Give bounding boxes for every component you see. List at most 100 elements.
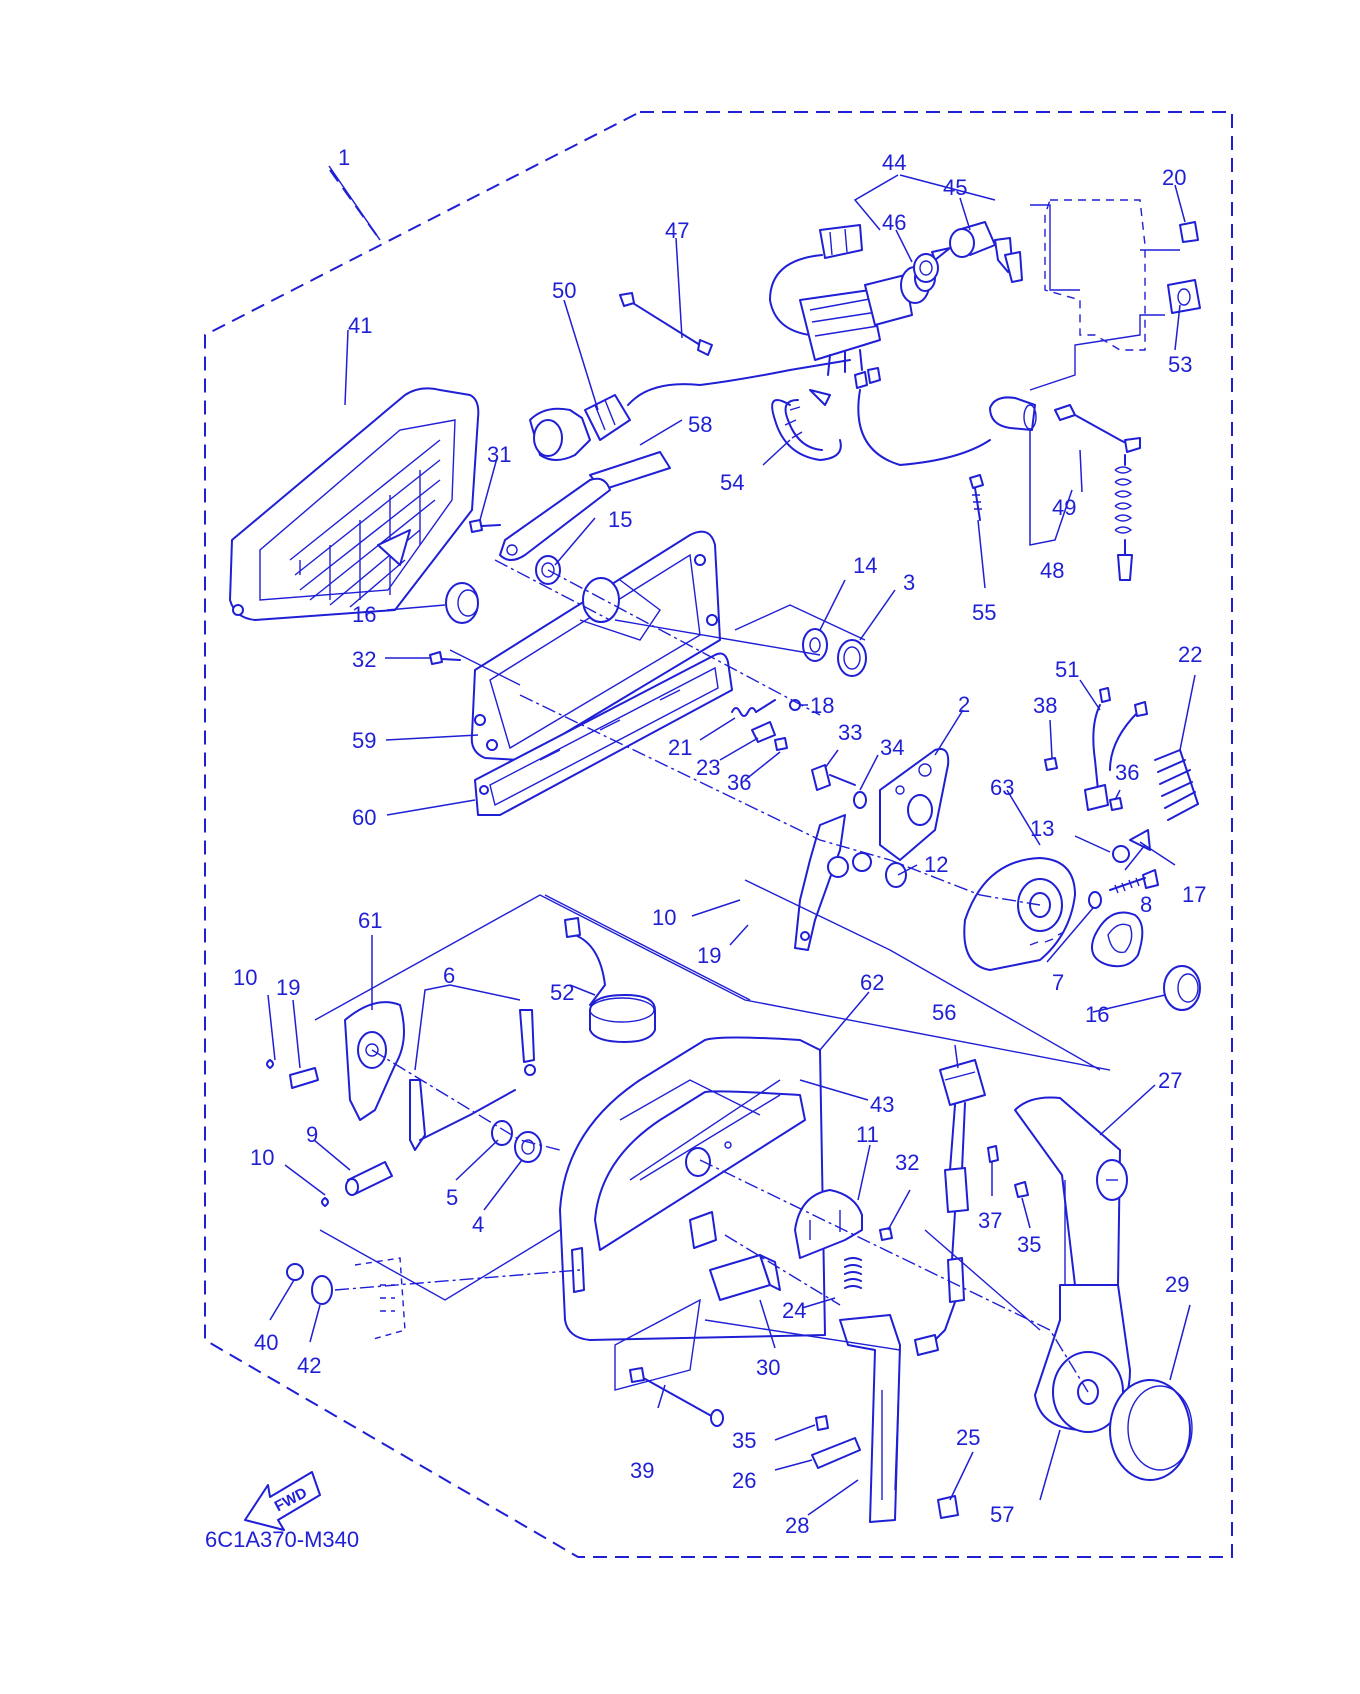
- part-48-stop-switch: [989, 396, 1037, 431]
- callout-38: 38: [1033, 693, 1057, 718]
- part-35-screw-b: [815, 1415, 829, 1431]
- callout-12: 12: [924, 852, 948, 877]
- callout-36a: 36: [727, 770, 751, 795]
- part-45-key-cylinder: [931, 221, 1023, 283]
- part-36-screw-b: [1109, 797, 1123, 811]
- callout-35b: 35: [732, 1428, 756, 1453]
- part-5-washer: [491, 1120, 513, 1146]
- part-47-bolt: [619, 292, 713, 356]
- callout-31: 31: [487, 442, 511, 467]
- part-8-screw: [1109, 869, 1159, 894]
- part-42-washer: [311, 1275, 333, 1305]
- part-51-wire-lead: [1084, 687, 1148, 811]
- part-21-spring: [731, 699, 776, 717]
- part-7-washer: [1088, 891, 1102, 909]
- callout-52: 52: [550, 980, 574, 1005]
- assembly-boundary: [204, 111, 1233, 1558]
- callout-3: 3: [903, 570, 915, 595]
- alignment-lines: [334, 559, 1089, 1393]
- part-61-neutral-switch-plate: [344, 1001, 405, 1121]
- callout-numbers: 1 2 3 4 5 6 7 8 9 10 10 10 11 12 13 14 1…: [233, 145, 1206, 1538]
- callout-10a: 10: [233, 965, 257, 990]
- routing-line-a: [1029, 204, 1180, 391]
- part-34-washer: [853, 791, 867, 809]
- callout-51: 51: [1055, 657, 1079, 682]
- callout-54: 54: [720, 470, 744, 495]
- part-62-control-housing: [559, 1036, 826, 1341]
- callout-6: 6: [443, 963, 455, 988]
- callout-18: 18: [810, 693, 834, 718]
- part-28-lock-lever: [839, 1314, 901, 1523]
- callout-10b: 10: [652, 905, 676, 930]
- callout-59: 59: [352, 728, 376, 753]
- part-11-cam-holder: [794, 1189, 863, 1259]
- part-60-housing-base: [474, 652, 733, 816]
- part-30-cover: [709, 1254, 781, 1301]
- callout-49: 49: [1052, 495, 1076, 520]
- callout-20: 20: [1162, 165, 1186, 190]
- part-27-control-lever: [1014, 1096, 1128, 1286]
- callout-15: 15: [608, 507, 632, 532]
- callout-14: 14: [853, 553, 877, 578]
- part-40-nut: [286, 1263, 304, 1281]
- part-25-bushing: [937, 1495, 959, 1519]
- callout-35a: 35: [1017, 1232, 1041, 1257]
- part-10-clip-a: [266, 1059, 274, 1069]
- callout-leaders: [267, 165, 1196, 1516]
- throttle-plate-triangle: [1091, 911, 1144, 968]
- callout-8: 8: [1140, 892, 1152, 917]
- callout-55: 55: [972, 600, 996, 625]
- callout-62: 62: [860, 970, 884, 995]
- callout-10c: 10: [250, 1145, 274, 1170]
- callout-17: 17: [1182, 882, 1206, 907]
- callout-4: 4: [472, 1212, 484, 1237]
- part-39-bolt: [629, 1367, 724, 1427]
- part-29-lever-cap: [1109, 1379, 1193, 1481]
- part-33-bolt: [811, 764, 856, 791]
- callout-45: 45: [943, 175, 967, 200]
- callout-22: 22: [1178, 642, 1202, 667]
- callout-30: 30: [756, 1355, 780, 1380]
- callout-37: 37: [978, 1208, 1002, 1233]
- part-14-washer: [802, 628, 828, 662]
- part-38-screw: [1044, 757, 1058, 771]
- lever-arm-plate: [499, 477, 611, 561]
- part-4-bushing: [514, 1131, 542, 1163]
- part-52-warning-buzzer: [564, 917, 656, 1043]
- part-13-collar: [1112, 845, 1130, 863]
- callout-2: 2: [958, 692, 970, 717]
- part-43-housing-label: [639, 1094, 781, 1181]
- rear-housing-hidden: [354, 1257, 406, 1341]
- callout-41: 41: [348, 313, 372, 338]
- part-26-link-plate: [811, 1437, 861, 1469]
- callout-19b: 19: [697, 943, 721, 968]
- part-44-main-switch-assembly: [769, 224, 991, 466]
- callout-48: 48: [1040, 558, 1064, 583]
- callout-42: 42: [297, 1353, 321, 1378]
- callout-63: 63: [990, 775, 1014, 800]
- part-56-trim-switch: [914, 1059, 986, 1356]
- callout-19a: 19: [276, 975, 300, 1000]
- fwd-direction-arrow: FWD: [244, 1471, 321, 1531]
- part-32-screw-b: [879, 1227, 893, 1241]
- callout-16b: 16: [1085, 1002, 1109, 1027]
- callout-47: 47: [665, 218, 689, 243]
- part-12-collar: [885, 862, 907, 888]
- part-2-shift-bracket: [879, 748, 950, 861]
- part-36-screw-a: [774, 737, 788, 751]
- part-16-bushing-right: [1163, 965, 1201, 1011]
- part-22-friction-plate: [1154, 749, 1199, 821]
- callout-53: 53: [1168, 352, 1192, 377]
- callout-21: 21: [668, 735, 692, 760]
- part-3-circlip: [837, 639, 867, 677]
- callout-40: 40: [254, 1330, 278, 1355]
- callout-7: 7: [1052, 970, 1064, 995]
- part-35-screw-a: [1014, 1181, 1029, 1198]
- part-37-screw: [987, 1145, 999, 1163]
- part-63-throttle-cam: [963, 857, 1076, 971]
- callout-23: 23: [696, 755, 720, 780]
- callout-32b: 32: [895, 1150, 919, 1175]
- callout-56: 56: [932, 1000, 956, 1025]
